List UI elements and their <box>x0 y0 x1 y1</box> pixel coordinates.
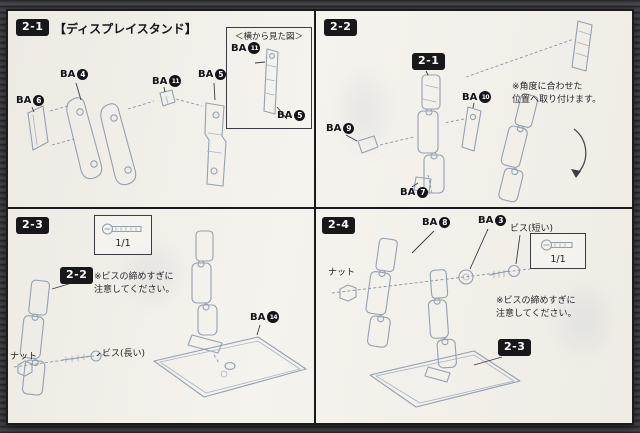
angle-note-line2: 位置へ取り付けます。 <box>512 94 602 105</box>
screw-caution-line2: 注意してください。 <box>94 284 175 295</box>
ref-step-badge-2-3: 2-3 <box>498 339 532 356</box>
step-badge-2-1: 2-1 <box>16 19 50 36</box>
screw-caution-line1: ※ビスの締めすぎに <box>496 296 576 306</box>
step-2-1-assembly-diagram <box>27 82 227 187</box>
angle-note-line1: ※角度に合わせた <box>512 82 583 92</box>
step-badge-2-4: 2-4 <box>322 217 356 234</box>
screw-short-label: ビス(短い) <box>510 224 554 234</box>
screw-scale-box: 1/1 <box>530 233 586 269</box>
long-screw-icon <box>101 222 142 235</box>
scale-label: 1/1 <box>550 253 566 265</box>
nut-label: ナット <box>328 268 356 278</box>
step-2-2-assembly-diagram <box>345 20 593 203</box>
step-2-3-assembly-diagram <box>13 230 307 398</box>
step-badge-2-3: 2-3 <box>16 217 50 234</box>
screw-caution-note: ※ビスの締めすぎに 注意してください。 <box>94 271 174 296</box>
grid-divider-vertical <box>314 11 316 423</box>
side-view-diagram <box>254 48 288 120</box>
screw-caution-line2: 注意してください。 <box>496 308 577 319</box>
nut-label: ナット <box>10 352 38 362</box>
scale-label: 1/1 <box>115 237 131 249</box>
screw-caution-line1: ※ビスの締めすぎに <box>94 272 174 282</box>
angle-note: ※角度に合わせた 位置へ取り付けます。 <box>512 81 601 106</box>
panel-title: 【ディスプレイスタンド】 <box>54 22 197 36</box>
ref-step-badge-2-2: 2-2 <box>60 267 94 284</box>
step-2-4-assembly-diagram <box>331 228 531 408</box>
screw-scale-box: 1/1 <box>94 215 152 255</box>
short-screw-icon <box>540 238 573 251</box>
screw-caution-note: ※ビスの締めすぎに 注意してください。 <box>496 295 576 320</box>
ref-step-badge-2-1: 2-1 <box>412 53 446 70</box>
step-badge-2-2: 2-2 <box>324 19 358 36</box>
step-panel-2-3: 2-3 1/1 2-2 ※ビスの締めすぎに 注意してください。 ビス(長い) <box>8 209 314 423</box>
grid-divider-horizontal <box>8 207 632 209</box>
inset-title: ＜横から見た図＞ <box>234 32 303 42</box>
screw-long-label: ビス(長い) <box>102 349 146 359</box>
